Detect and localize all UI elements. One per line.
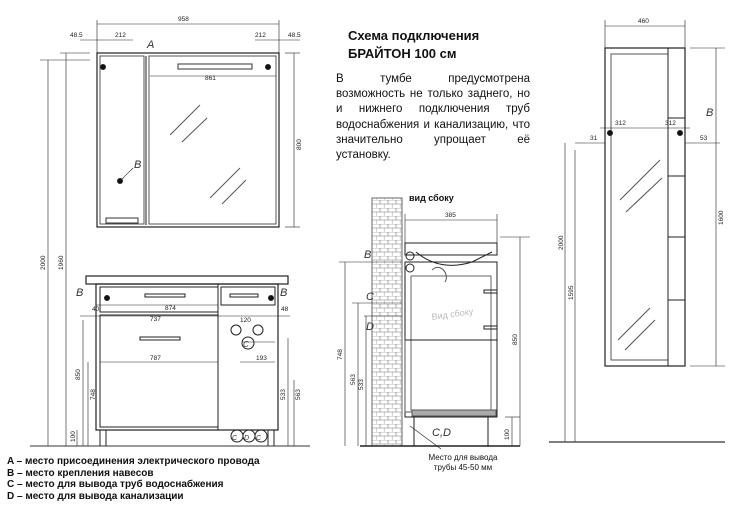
dimension-labels: 958 212 48.5 48.5 212 861 800 2000 1960 … [40, 16, 725, 442]
dim-cab-874: 874 [165, 305, 176, 312]
marker-d-bottom: D [244, 435, 249, 442]
dim-col-1595: 1595 [568, 285, 575, 300]
dim-side-850: 850 [512, 334, 519, 345]
marker-b-column: B [706, 107, 713, 119]
marker-b-mirror: B [134, 159, 141, 171]
dim-hinge-212-right: 212 [255, 32, 266, 39]
title-line-1: Схема подключения [348, 28, 480, 43]
dim-mirror-height: 800 [296, 139, 303, 150]
side-dimension-lines [339, 214, 530, 450]
marker-c2-bottom: C [256, 435, 262, 442]
dim-side-533: 533 [358, 379, 365, 390]
marker-cd: C,D [432, 427, 451, 439]
dim-cab-48: 48 [281, 306, 289, 313]
marker-a: A [146, 39, 154, 51]
marker-c-front: C [243, 340, 249, 349]
dim-cab-100: 100 [70, 431, 77, 442]
dim-total-height: 2000 [40, 255, 47, 270]
dim-cab-120: 120 [240, 317, 251, 324]
front-mirror-cabinet [96, 52, 280, 228]
dim-col-31: 31 [590, 135, 598, 142]
legend: A – место присоединения электрического п… [7, 456, 260, 502]
marker-b-side: B [364, 249, 371, 261]
marker-c-side: C [366, 291, 374, 303]
vanity-dimension-lines [30, 304, 310, 447]
dim-cab-533-front: 533 [280, 389, 287, 400]
description-text: В тумбе предусмотрена возможность не тол… [336, 73, 530, 162]
dim-cab-737: 737 [150, 316, 161, 323]
mirror-dimension-lines [40, 20, 300, 446]
side-view [360, 197, 520, 447]
dim-offset-right: 48.5 [288, 32, 301, 39]
side-column-dimension-lines [549, 20, 725, 443]
marker-d-side: D [366, 321, 374, 333]
dim-col-2000: 2000 [558, 235, 565, 250]
dim-mirror-inner: 861 [205, 75, 216, 82]
dim-offset-left: 48.5 [70, 32, 83, 39]
legend-item-c: C – место для вывода труб водоснабжения [7, 479, 224, 490]
diagram-title: Схема подключения БРАЙТОН 100 см [348, 27, 479, 63]
dim-col-312-right: 312 [665, 120, 676, 127]
marker-labels: A B B B C C D C B C D C,D B [76, 39, 713, 442]
dim-depth-385: 385 [445, 212, 456, 219]
marker-c-bottom: C [232, 435, 238, 442]
side-view-watermark: Вид сбоку [431, 306, 474, 322]
side-view-label: вид сбоку [409, 193, 454, 203]
dim-side-748: 748 [337, 349, 344, 360]
dim-cab-563-front: 563 [295, 389, 302, 400]
dim-hinge-212: 212 [115, 32, 126, 39]
title-line-2: БРАЙТОН 100 см [348, 46, 457, 61]
marker-b-left: B [76, 287, 83, 299]
dim-col-460: 460 [638, 18, 649, 25]
dim-mirror-width: 958 [178, 16, 189, 23]
side-column-cabinet [604, 47, 686, 367]
dim-cab-193: 193 [256, 355, 267, 362]
dim-side-563: 563 [350, 374, 357, 385]
dim-side-100: 100 [504, 429, 511, 440]
legend-item-d: D – место для вывода канализации [7, 490, 184, 502]
dim-cab-850: 850 [75, 369, 82, 380]
dim-cab-787: 787 [150, 355, 161, 362]
marker-b-right: B [280, 287, 287, 299]
front-vanity [85, 275, 289, 447]
dim-cab-748: 748 [90, 389, 97, 400]
dim-col-1600: 1600 [718, 210, 725, 225]
dim-cab-40: 40 [92, 306, 100, 313]
dim-col-53: 53 [700, 135, 708, 142]
outlet-note: Место для вывода трубы 45-50 мм [428, 453, 498, 472]
legend-item-a: A – место присоединения электрического п… [7, 456, 260, 467]
dim-mirror-bottom: 1960 [58, 255, 65, 270]
dim-col-312-left: 312 [615, 120, 626, 127]
legend-item-b: B – место крепления навесов [7, 467, 154, 479]
